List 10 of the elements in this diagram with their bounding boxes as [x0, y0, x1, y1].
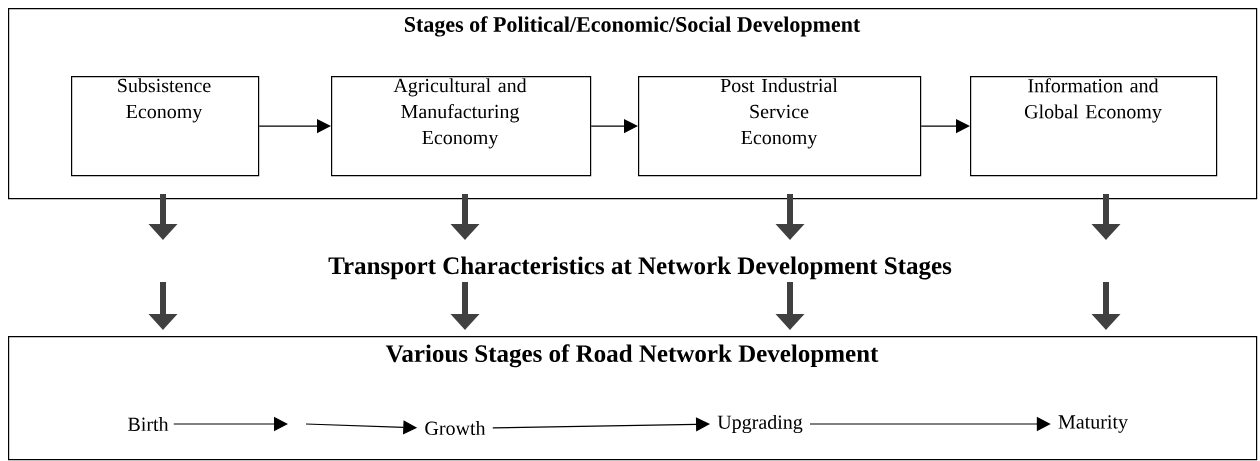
stage-box: Information and Global Economy: [970, 76, 1218, 177]
heading: Transport Characteristics at Network Development Stages: [328, 256, 952, 280]
stage-label: Maturity: [1058, 415, 1128, 433]
stage-label: Birth: [128, 416, 169, 432]
stage-box: Agricultural and Manufacturing Economy: [331, 76, 592, 177]
stage-label: Upgrading: [717, 414, 803, 434]
arrow: [492, 417, 710, 432]
stage-box: Post Industrial Service Economy: [638, 76, 922, 177]
stage-label: Growth: [425, 420, 486, 436]
stage-box: Subsistence Economy: [71, 76, 260, 177]
